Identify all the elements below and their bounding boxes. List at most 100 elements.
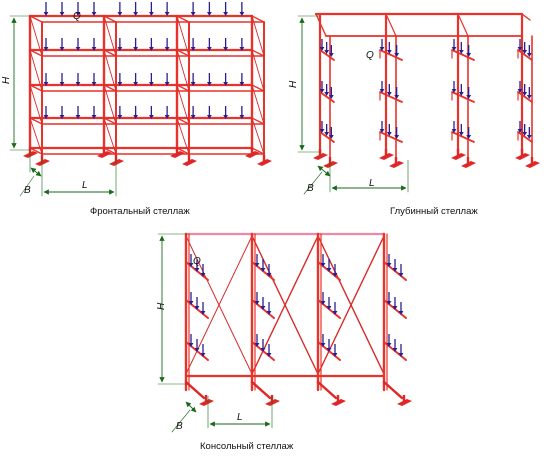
cantilever-load-arrows [188, 254, 404, 357]
base-plate-icon [97, 147, 112, 158]
frontal-height-label-h: H [1, 76, 12, 84]
frontal-rack-frame [28, 14, 265, 157]
load-arrow-icon [148, 38, 154, 51]
load-arrow-icon [386, 124, 392, 136]
load-arrow-icon [466, 87, 472, 99]
side-brace [103, 117, 117, 155]
load-arrow-icon [200, 302, 206, 315]
load-arrow-icon [59, 73, 65, 86]
load-arrow-icon [43, 2, 49, 16]
base-plate-icon [245, 147, 260, 158]
load-arrow-icon [458, 42, 464, 54]
load-arrow-icon [466, 45, 472, 57]
cantilever-rack-caption: Консольный стеллаж [200, 441, 294, 452]
load-arrow-icon [517, 39, 523, 51]
depth-beam [251, 84, 265, 92]
side-brace [251, 49, 265, 92]
load-arrow-icon [43, 73, 49, 86]
side-brace [103, 15, 117, 57]
cantilever-base-plates [199, 395, 412, 406]
load-arrow-icon [386, 254, 392, 267]
load-arrow-icon [188, 292, 194, 305]
depth-beam [103, 147, 117, 155]
frontal-rack-caption: Фронтальный стеллаж [90, 206, 190, 217]
rail [319, 91, 335, 103]
load-arrow-icon [188, 334, 194, 347]
base-plate-icon [515, 149, 530, 160]
depth-beam [251, 49, 265, 57]
load-arrow-icon [324, 124, 330, 136]
deep-depth-label-b: B [307, 183, 314, 194]
load-arrow-icon [239, 73, 245, 86]
load-arrow-icon [332, 302, 338, 315]
cantilever-height-label-h: H [156, 302, 167, 310]
dimension-arrow-icon [317, 165, 331, 177]
load-arrow-icon [194, 339, 200, 352]
cantilever-depth-label-b: B [176, 421, 183, 432]
load-arrow-icon [190, 73, 196, 86]
rail [517, 49, 533, 61]
base-plate-icon [389, 157, 404, 168]
load-arrow-icon [332, 344, 338, 357]
base-plate-icon [313, 149, 328, 160]
load-arrow-icon [398, 302, 404, 315]
load-arrow-icon [517, 121, 523, 133]
load-arrow-icon [117, 73, 123, 86]
deep-load-label-q: Q [366, 50, 374, 61]
load-arrow-icon [326, 339, 332, 352]
load-arrow-icon [117, 2, 123, 16]
load-arrow-icon [522, 84, 528, 96]
base-leg [382, 380, 404, 400]
side-brace [176, 15, 190, 57]
top-depth-beam [521, 13, 531, 21]
side-brace [103, 84, 117, 125]
load-arrow-icon [206, 73, 212, 86]
side-brace [251, 117, 265, 155]
load-arrow-icon [254, 334, 260, 347]
rail [517, 91, 533, 103]
side-brace [103, 49, 117, 92]
deep-height-label-h: H [288, 80, 299, 88]
load-arrow-icon [517, 81, 523, 93]
load-arrow-icon [117, 106, 123, 119]
leader-line [171, 409, 191, 433]
load-arrow-icon [91, 2, 97, 16]
load-arrow-icon [194, 259, 200, 272]
load-arrow-icon [206, 38, 212, 51]
load-arrow-icon [266, 344, 272, 357]
load-arrow-icon [320, 254, 326, 267]
top-depth-beam [457, 13, 469, 37]
base-plate-icon [323, 157, 338, 168]
load-arrow-icon [190, 106, 196, 119]
load-arrow-icon [451, 121, 457, 133]
base-plate-icon [182, 155, 197, 166]
load-arrow-icon [117, 38, 123, 51]
load-arrow-icon [164, 106, 170, 119]
load-arrow-icon [239, 106, 245, 119]
load-arrow-icon [75, 38, 81, 51]
load-arrow-icon [392, 297, 398, 310]
deep-load-arrows [319, 39, 532, 139]
deep-rack-frame [314, 12, 533, 159]
side-brace [176, 84, 190, 125]
side-brace [29, 49, 43, 92]
load-arrow-icon [164, 73, 170, 86]
frontal-dimensions [9, 15, 117, 197]
load-arrow-icon [223, 106, 229, 119]
load-arrow-icon [320, 334, 326, 347]
rail [451, 49, 475, 61]
load-arrow-icon [324, 84, 330, 96]
rail [517, 131, 533, 143]
base-leg [250, 380, 272, 400]
load-arrow-icon [59, 106, 65, 119]
load-arrow-icon [91, 38, 97, 51]
load-arrow-icon [466, 127, 472, 139]
cantilever-length-label-l: L [237, 412, 243, 423]
load-arrow-icon [200, 344, 206, 357]
depth-beam [176, 49, 190, 57]
depth-beam [176, 84, 190, 92]
base-plate-icon [199, 395, 214, 406]
load-arrow-icon [148, 73, 154, 86]
depth-beam [103, 49, 117, 57]
